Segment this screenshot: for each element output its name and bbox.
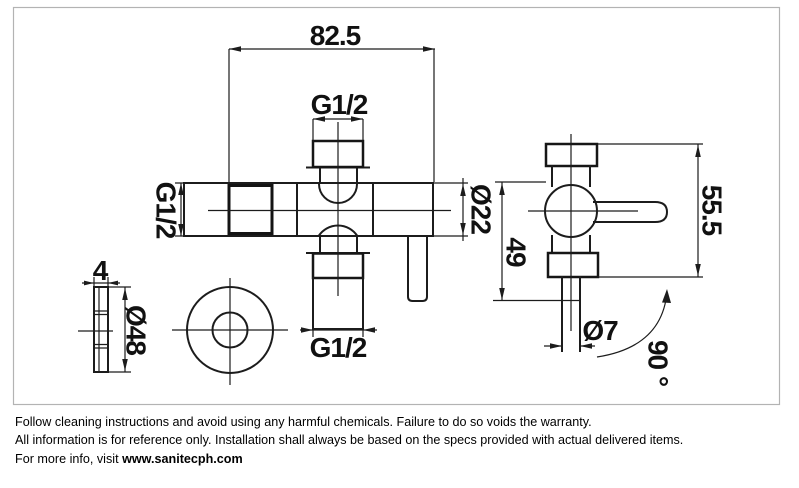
bottom-port-pipe (312, 277, 364, 330)
dim-overall-width: 82.5 (310, 20, 361, 51)
dimension-labels: 82.5 G1/2 G1/2 Ø22 G1/2 55.5 49 Ø7 90 ° … (93, 20, 728, 386)
valve-body-outline (183, 182, 434, 237)
lever-rod (561, 276, 581, 352)
dim-side-height: 55.5 (697, 185, 728, 236)
dim-side-depth: 49 (501, 237, 532, 267)
footer-website: www.sanitecph.com (122, 451, 243, 466)
footer-disclaimer: Follow cleaning instructions and avoid u… (15, 413, 785, 468)
front-centerlines (208, 122, 451, 296)
side-top-neck (551, 165, 591, 187)
lever-front (407, 235, 428, 302)
dim-flange-thickness: 4 (93, 255, 109, 286)
side-view (528, 134, 669, 352)
body-section-lines (296, 182, 374, 237)
dim-49-lines (493, 181, 581, 302)
dim-flange-diameter: Ø48 (121, 305, 152, 355)
flange-side-details (94, 287, 108, 372)
flange-views (78, 278, 288, 385)
flange-side-profile (93, 286, 109, 373)
side-bottom-flange (546, 251, 600, 279)
dim-82-lines (228, 48, 435, 183)
drawing-border (12, 6, 781, 406)
side-centerlines (528, 134, 638, 331)
lever-side (593, 201, 669, 223)
dim-rod-diameter: Ø7 (582, 315, 618, 346)
dim-d48-lines (95, 286, 131, 373)
dimension-lines (82, 46, 703, 373)
footer-line-3-prefix: For more info, visit (15, 451, 123, 466)
dim-bottom-thread: G1/2 (310, 332, 367, 363)
front-view (183, 122, 451, 330)
dim-rotation-angle: 90 ° (643, 340, 674, 386)
flange-crosshair (172, 278, 288, 385)
dim-555-lines (598, 143, 703, 278)
footer-line-1: Follow cleaning instructions and avoid u… (15, 415, 592, 429)
dim-top-thread: G1/2 (311, 89, 368, 120)
footer-line-3: For more info, visit www.sanitecph.com (15, 450, 785, 468)
side-bottom-neck (551, 235, 591, 254)
dim-body-diameter: Ø22 (466, 184, 497, 234)
dim-left-thread: G1/2 (151, 182, 182, 239)
thread-section (227, 184, 274, 235)
rotation-arc (596, 291, 668, 358)
footer-line-2: All information is for reference only. I… (15, 433, 684, 448)
